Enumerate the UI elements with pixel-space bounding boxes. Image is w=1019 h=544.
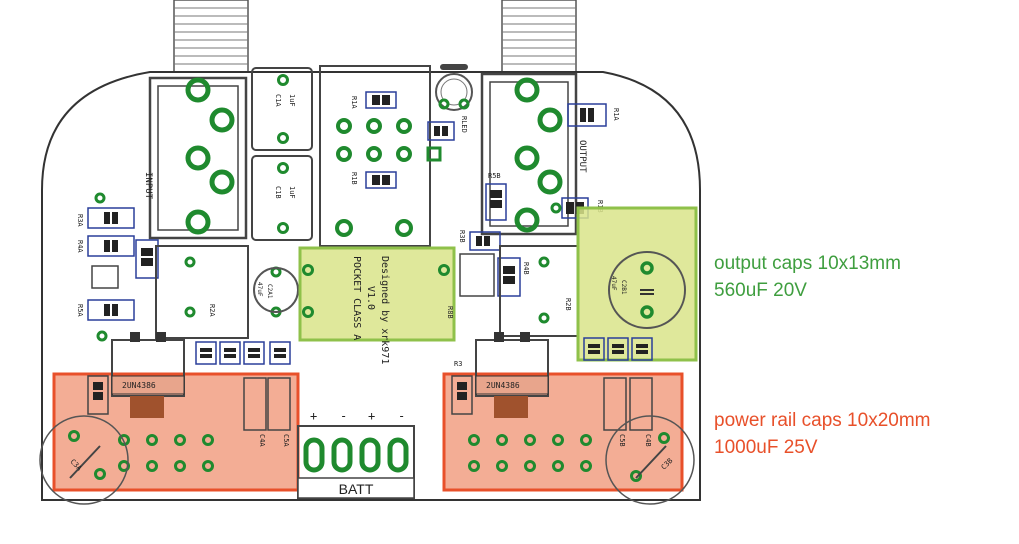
c1b-value: 1uF [288, 186, 296, 199]
output-label: OUTPUT [577, 140, 587, 173]
battery-connector: + - + - BATT [297, 409, 415, 499]
r8b-ref: R8B [446, 306, 454, 319]
left-smd-row [195, 341, 291, 365]
c2b1-value: 47uF [610, 276, 617, 291]
board-outline [41, 71, 701, 501]
r4a-ref: R4A [76, 240, 84, 253]
output-cap-right-highlight: 47uF C2B1 [550, 202, 698, 362]
c4b-ref: C4B [644, 434, 652, 447]
capacitor-c1b: C1B 1uF [251, 155, 313, 241]
polarity-2: - [340, 409, 347, 423]
r3a-ref: R3A [76, 214, 84, 227]
output-caps-line-1: output caps 10x13mm [714, 253, 901, 274]
title-line-3: Designed by xrk971 [379, 256, 390, 364]
c1b-ref: C1B [274, 186, 282, 199]
polarity-4: - [398, 409, 405, 423]
input-jack: INPUT [143, 76, 248, 240]
title-line-2: V1.0 [365, 286, 376, 310]
power-rail-highlight-left: 2UN4386 C4A C5A C3A [39, 332, 300, 505]
r1b-ref: R1B [350, 172, 358, 185]
center-module: R1A R1B [319, 65, 431, 247]
resistor-r1a-right: R1A [567, 103, 620, 127]
r2b-ref: R2B [564, 298, 572, 311]
output-jack: OUTPUT [480, 72, 587, 236]
power-caps-annotation: power rail caps 10x20mm 1000uF 25V [714, 407, 930, 461]
power-rail-highlight-right: 2UN4386 R3 C5B C4B C3B [442, 332, 695, 505]
c4a-ref: C4A [258, 434, 266, 447]
r5a-ref: R5A [76, 304, 84, 317]
resistor-r5b: R5B [485, 172, 507, 221]
output-jack-stub [501, 0, 577, 73]
r1b-right-ref: R1B [596, 200, 604, 213]
power-caps-line-1: power rail caps 10x20mm [714, 410, 931, 431]
r4b-ref: R4B [522, 262, 530, 275]
r1a-ref: R1A [350, 96, 358, 109]
pcb-title: POCKET CLASS A V1.0 Designed by xrk971 [351, 256, 390, 364]
title-line-1: POCKET CLASS A [351, 256, 362, 340]
power-caps-line-2: 1000uF 25V [714, 437, 818, 458]
output-caps-line-2: 560uF 20V [714, 280, 807, 301]
input-label: INPUT [143, 172, 153, 200]
polarity-3: + [368, 409, 375, 423]
capacitor-c1a: C1A 1uF [251, 67, 313, 151]
r5b-ref: R5B [488, 172, 501, 180]
r2a-ref: R2A [208, 304, 216, 317]
left-amp-module: R2A 47uF C2A1 [155, 245, 299, 339]
c1a-value: 1uF [288, 94, 296, 107]
r1a-right-ref: R1A [612, 108, 620, 121]
led: RLED [426, 64, 473, 162]
r3-ref: R3 [454, 360, 462, 368]
c2b1-ref: C2B1 [620, 280, 627, 295]
c1a-ref: C1A [274, 94, 282, 107]
c5a-ref: C5A [282, 434, 290, 447]
right-amp-module: R3B R4B R2B [458, 230, 579, 337]
c5b-ref: C5B [618, 434, 626, 447]
ic-left-label: 2UN4386 [122, 381, 156, 390]
rled-ref: RLED [460, 116, 468, 133]
polarity-1: + [310, 409, 317, 423]
r3b-ref: R3B [458, 230, 466, 243]
output-caps-annotation: output caps 10x13mm 560uF 20V [714, 250, 901, 304]
ic-right-label: 2UN4386 [486, 381, 520, 390]
left-resistors: R3A R4A R5A [76, 192, 159, 342]
c2a1-ref: C2A1 [266, 284, 273, 299]
c2a1-value: 47uF [256, 282, 263, 297]
batt-label: BATT [339, 481, 374, 497]
input-jack-stub [173, 0, 249, 73]
output-cap-left-highlight: R8B [298, 246, 456, 342]
